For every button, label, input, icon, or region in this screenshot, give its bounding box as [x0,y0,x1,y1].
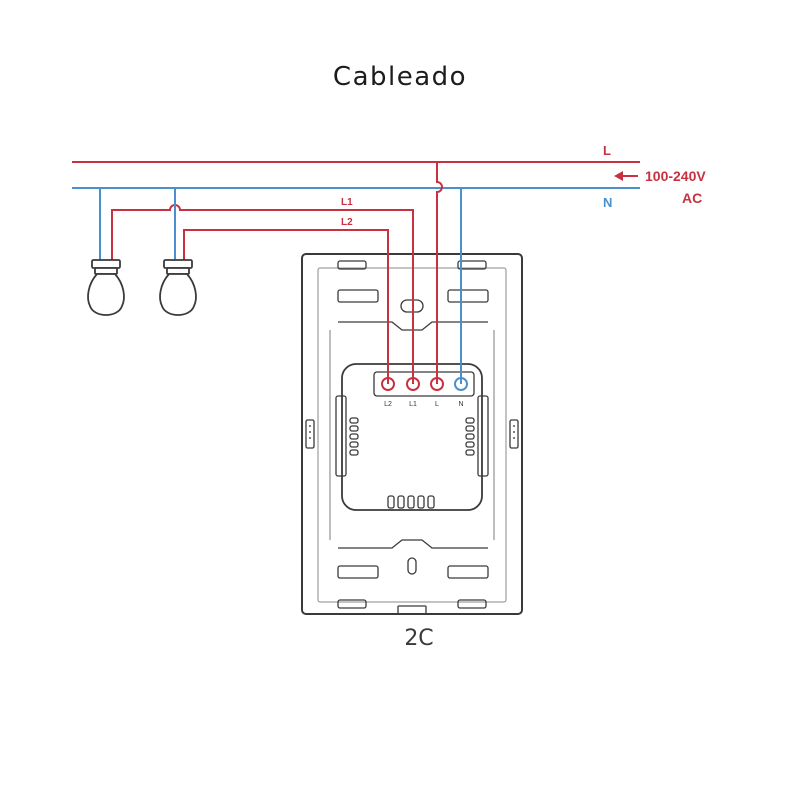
l2-wire [183,229,389,384]
line-label: L [603,143,611,158]
l1-label: L1 [341,197,353,208]
terminal-label-l2: L2 [384,401,392,408]
terminal-label-l1: L1 [409,401,417,408]
bulb-icon [87,259,125,316]
terminal-label-n: N [458,401,463,408]
terminal-label-l: L [435,401,439,408]
l1-wire [111,204,414,384]
diagram-title: Cableado [332,62,468,92]
line-drop-wire [436,162,443,384]
bulb-icon [159,259,197,316]
supply-voltage-label: 100-240V [645,168,706,184]
supply-type-label: AC [682,190,702,206]
model-label: 2C [404,626,434,651]
arrow-left-icon [614,171,638,181]
neutral-label: N [603,195,612,210]
terminal-block: L2 L1 L N [381,377,468,408]
l2-label: L2 [341,217,353,228]
